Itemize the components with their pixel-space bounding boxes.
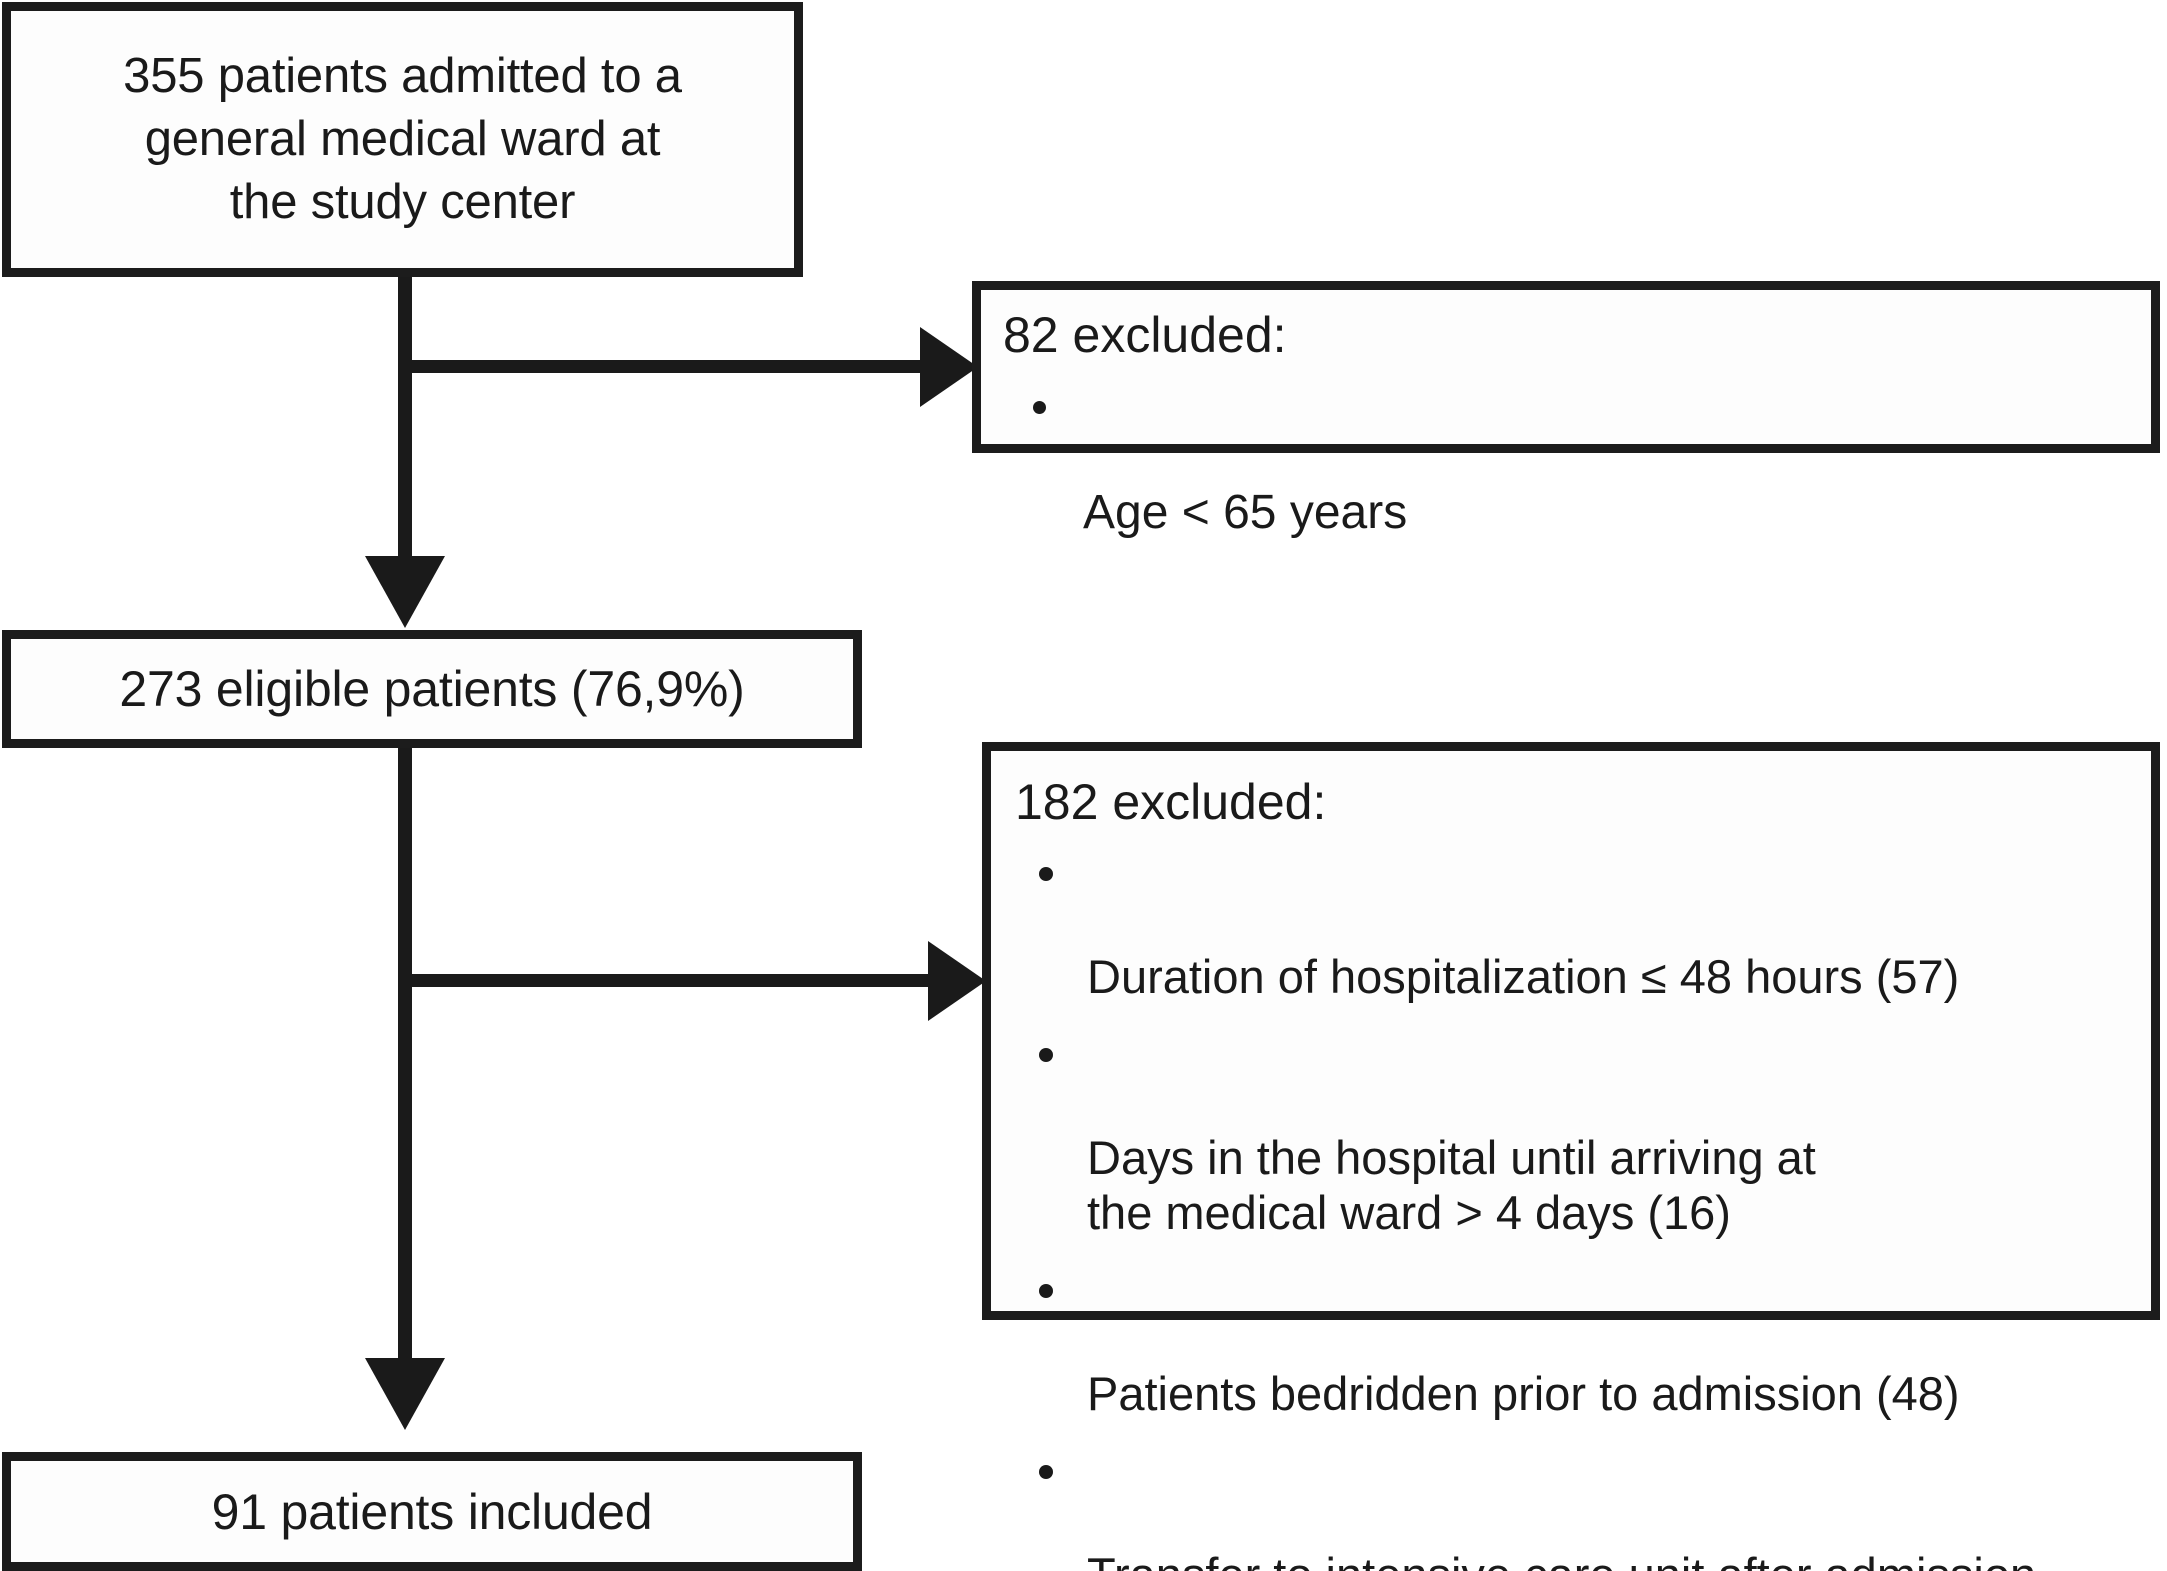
- connector-trunk-lower: [398, 748, 412, 1368]
- node-admitted-patients: 355 patients admitted to a general medic…: [2, 2, 803, 277]
- node-included-patients: 91 patients included: [2, 1452, 862, 1571]
- excluded-other-list: Duration of hospitalization ≤ 48 hours (…: [1015, 840, 2133, 1571]
- connector-branch-to-excluded-other: [398, 974, 946, 987]
- node-excluded-age: 82 excluded: Age < 65 years: [972, 281, 2160, 539]
- excluded-other-item-text: Duration of hospitalization ≤ 48 hours (…: [1087, 949, 1960, 1003]
- connector-trunk-middle: [398, 420, 412, 570]
- node-eligible-label: 273 eligible patients (76,9%): [119, 661, 745, 717]
- excluded-age-item-text: Age < 65 years: [1083, 486, 1408, 540]
- connector-trunk-upper: [398, 277, 412, 420]
- list-item: Patients bedridden prior to admission (4…: [1015, 1257, 2133, 1422]
- connector-branch-to-excluded-age: [398, 360, 938, 373]
- node-excluded-other: 182 excluded: Duration of hospitalizatio…: [982, 742, 2160, 1571]
- excluded-age-title: 82 excluded:: [1003, 307, 1287, 363]
- bullet-icon: [1039, 1464, 1053, 1479]
- arrowhead-right-to-excluded-age: [920, 327, 978, 407]
- node-admitted-label: 355 patients admitted to a general medic…: [123, 49, 682, 229]
- arrowhead-down-to-eligible: [365, 556, 445, 628]
- excluded-other-item-text: Transfer to intensive care unit after ad…: [1087, 1548, 2036, 1571]
- bullet-icon: [1039, 867, 1053, 881]
- list-item: Transfer to intensive care unit after ad…: [1015, 1438, 2133, 1571]
- bullet-icon: [1033, 401, 1046, 414]
- arrowhead-down-to-included: [365, 1358, 445, 1430]
- list-item: Days in the hospital until arriving at t…: [1015, 1021, 2133, 1241]
- list-item: Duration of hospitalization ≤ 48 hours (…: [1015, 840, 2133, 1005]
- excluded-other-item-text: Days in the hospital until arriving at t…: [1087, 1130, 1816, 1239]
- list-item: Age < 65 years: [1003, 373, 2131, 541]
- excluded-other-item-text: Patients bedridden prior to admission (4…: [1087, 1366, 1960, 1420]
- excluded-other-title: 182 excluded:: [1015, 774, 1327, 830]
- node-included-label: 91 patients included: [211, 1483, 653, 1540]
- bullet-icon: [1039, 1047, 1053, 1062]
- excluded-age-list: Age < 65 years: [1003, 373, 2131, 541]
- bullet-icon: [1039, 1283, 1053, 1298]
- arrowhead-right-to-excluded-other: [928, 941, 986, 1021]
- node-eligible-patients: 273 eligible patients (76,9%): [2, 630, 862, 748]
